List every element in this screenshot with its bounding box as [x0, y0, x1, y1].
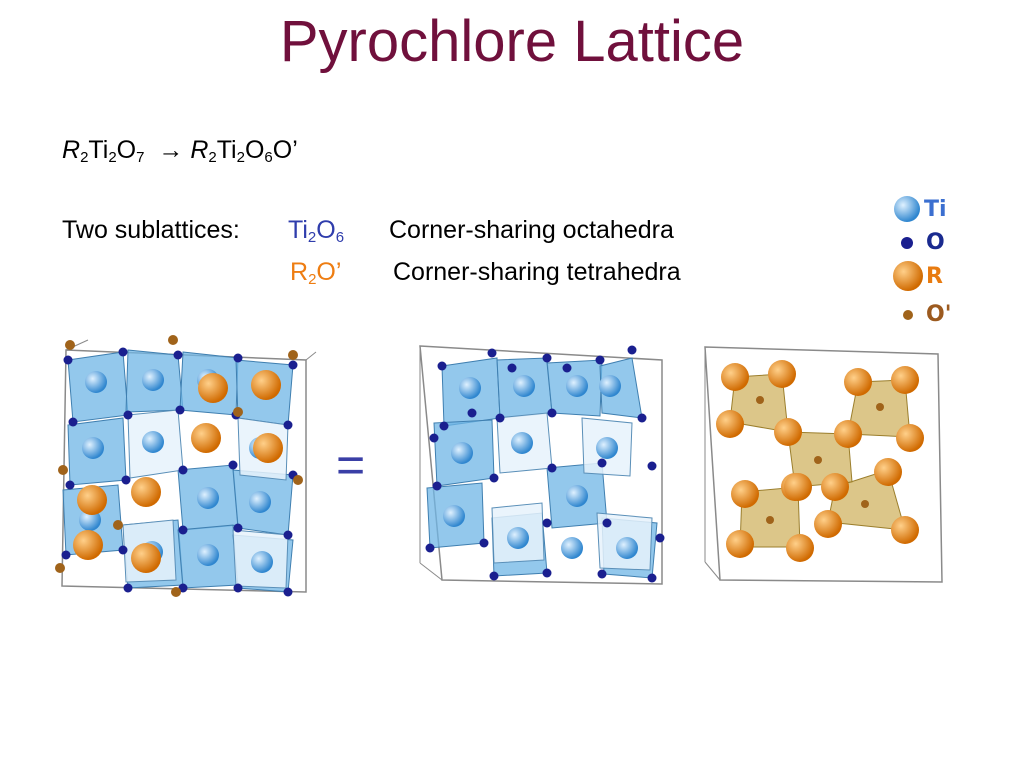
legend-ti: Ti: [892, 194, 947, 224]
o-atom-icon: [901, 236, 913, 249]
legend-o-prime: O': [900, 302, 951, 327]
legend-r: R: [892, 260, 943, 292]
page-title: Pyrochlore Lattice: [279, 9, 745, 74]
full-lattice-image: [55, 335, 317, 597]
sublattice-ti2o6-description: Corner-sharing octahedra: [389, 216, 674, 244]
sublattice-ti2o6: Ti2O6: [288, 216, 345, 246]
arrow: →: [158, 136, 184, 164]
ti-atom-icon: [894, 196, 920, 222]
sublattice-r2o-description: Corner-sharing tetrahedra: [393, 258, 681, 286]
formula-r-right: R: [190, 136, 209, 164]
chemical-formula: R2Ti2O7 → R2Ti2O6O’: [62, 136, 298, 166]
legend-o: O: [898, 230, 945, 255]
o-prime-atom-icon: [903, 309, 913, 320]
octahedra-sublattice-image: [419, 345, 665, 585]
formula-r-left: R: [62, 136, 81, 164]
atom-legend: Ti O R O': [892, 194, 972, 334]
sublattice-r2o: R2O’: [290, 258, 342, 288]
r-atom-icon: [893, 261, 923, 291]
equals-sign: =: [336, 437, 366, 493]
sublattices-heading: Two sublattices:: [62, 216, 240, 244]
tetrahedra-sublattice-image: [704, 346, 943, 583]
